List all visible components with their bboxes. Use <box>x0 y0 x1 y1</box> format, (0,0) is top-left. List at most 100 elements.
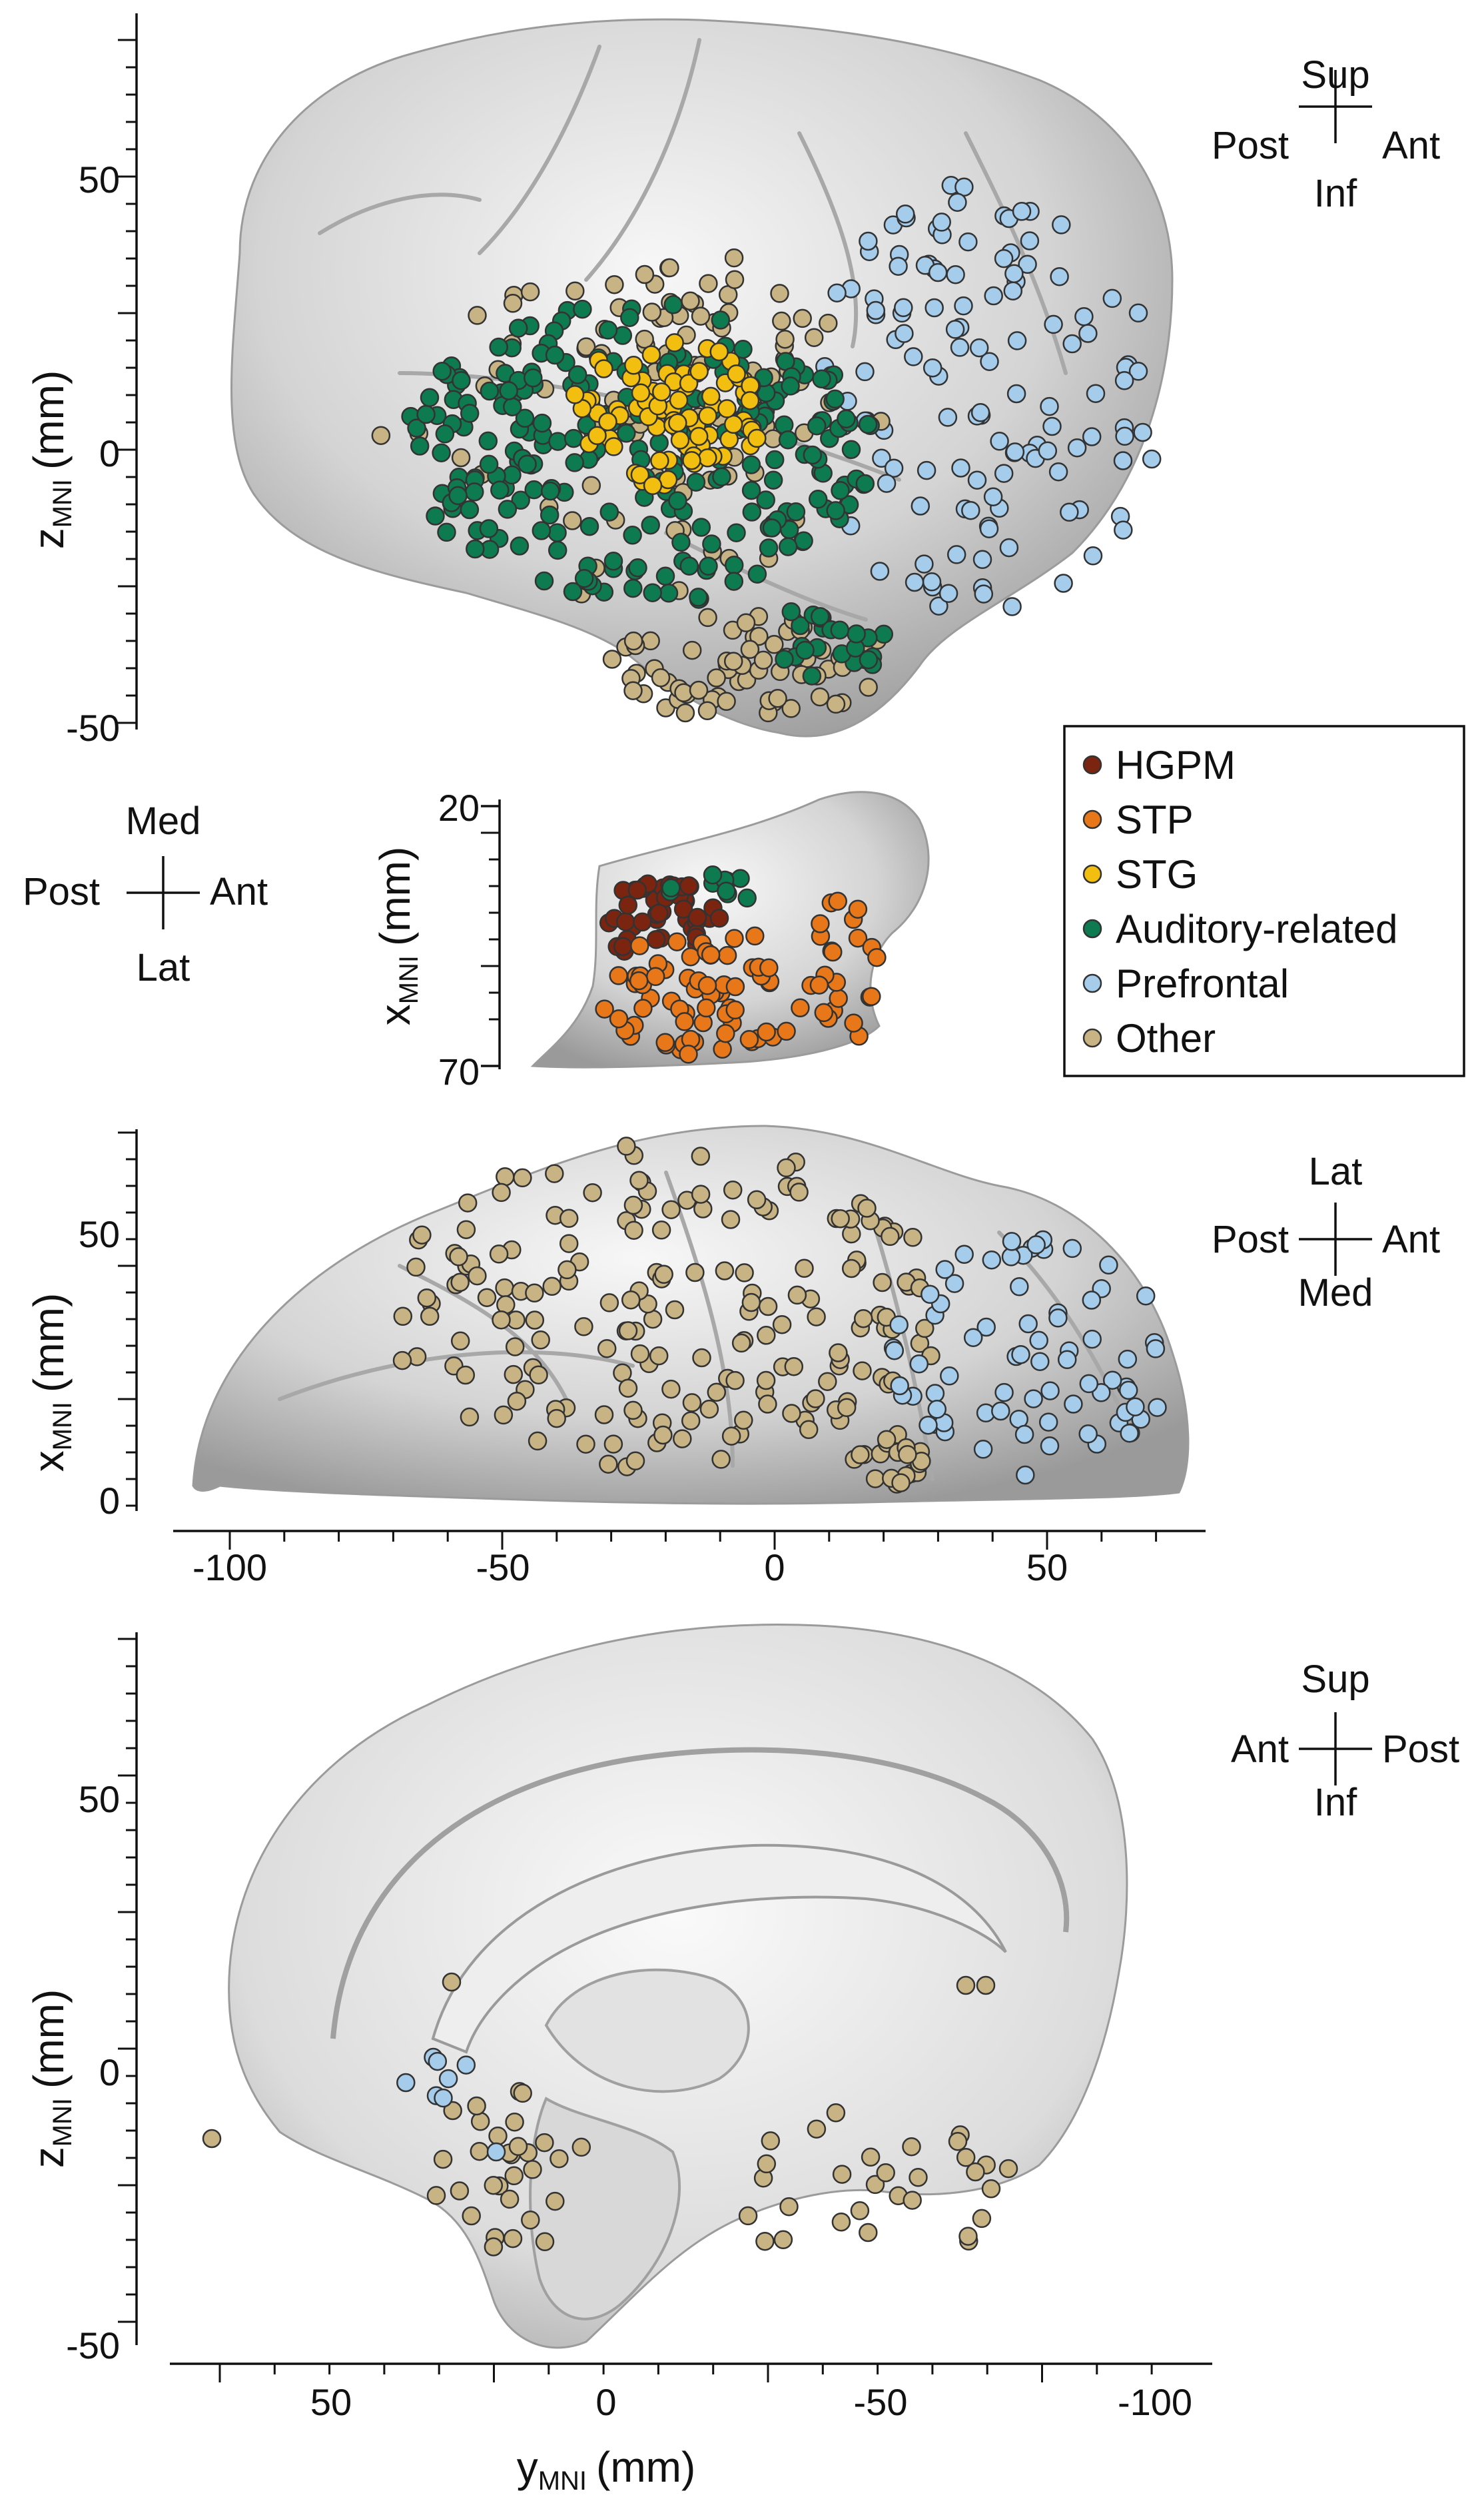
electrode-other <box>721 1426 741 1446</box>
electrode-auditory-related <box>532 413 552 433</box>
electrode-other <box>697 701 717 721</box>
electrode-prefrontal <box>1078 1424 1098 1444</box>
electrode-prefrontal <box>855 362 875 382</box>
electrode-stg <box>747 428 767 448</box>
brain-superior-surface <box>192 1125 1190 1505</box>
lateral-ylabel-main: z <box>25 528 73 549</box>
electrode-prefrontal <box>1102 1370 1122 1390</box>
thalamus <box>544 1968 750 2093</box>
electrode-other <box>603 1434 623 1454</box>
electrode-other <box>756 1370 776 1390</box>
electrode-auditory-related <box>518 454 537 474</box>
electrode-prefrontal <box>872 448 891 468</box>
electrode-auditory-related <box>641 515 660 535</box>
electrode-prefrontal <box>923 358 942 378</box>
electrode-other <box>505 2112 524 2132</box>
electrode-stp <box>745 926 765 946</box>
electrode-prefrontal <box>1118 1349 1138 1369</box>
electrode-other <box>617 1137 636 1156</box>
electrode-other <box>673 1429 692 1448</box>
superior-ylabel-sub: MNI <box>48 1402 77 1450</box>
electrode-stp <box>630 936 649 955</box>
electrode-prefrontal <box>1016 1465 1035 1485</box>
electrode-prefrontal <box>1082 427 1102 446</box>
electrode-prefrontal <box>1029 1330 1048 1350</box>
stp-ytick-70: 70 <box>438 1051 480 1093</box>
electrode-auditory-related <box>699 556 718 576</box>
electrode-prefrontal <box>1020 231 1040 251</box>
electrode-auditory-related <box>712 467 731 486</box>
electrode-auditory-related <box>617 424 636 443</box>
electrode-prefrontal <box>428 2051 448 2071</box>
electrode-other <box>829 1343 848 1362</box>
electrode-auditory-related <box>534 571 554 591</box>
electrode-prefrontal <box>1010 1277 1029 1296</box>
electrode-prefrontal <box>990 432 1009 451</box>
electrode-auditory-related <box>830 620 850 640</box>
electrode-stp <box>811 914 830 933</box>
electrode-prefrontal <box>1006 384 1026 404</box>
superior-xtick-50: 50 <box>1026 1546 1068 1588</box>
legend-label: STP <box>1116 797 1194 842</box>
electrode-prefrontal <box>486 2142 506 2162</box>
electrode-prefrontal <box>929 596 948 616</box>
stp-electrodes <box>595 865 887 1064</box>
electrode-auditory-related <box>545 345 565 365</box>
electrode-stp <box>725 977 745 997</box>
electrode-other <box>635 329 654 349</box>
legend-label: Auditory-related <box>1116 907 1398 951</box>
electrode-stp <box>645 967 665 987</box>
electrode-prefrontal <box>974 584 994 604</box>
electrode-auditory-related <box>416 404 436 424</box>
electrode-stp <box>716 1023 735 1043</box>
electrode-other <box>531 1330 550 1350</box>
electrode-prefrontal <box>895 324 914 343</box>
electrode-other <box>782 1404 801 1423</box>
electrode-other <box>851 1445 870 1464</box>
electrode-auditory-related <box>599 502 619 522</box>
electrode-hgpm <box>649 903 669 923</box>
lateral-orient-inf: Inf <box>1314 172 1357 215</box>
superior-ytick-0: 0 <box>99 1480 120 1522</box>
electrode-other <box>891 1473 911 1492</box>
electrode-other <box>467 2096 486 2116</box>
electrode-auditory-related <box>759 538 779 558</box>
electrode-other <box>623 681 643 700</box>
electrode-stg <box>651 382 671 402</box>
electrode-prefrontal <box>945 320 965 339</box>
legend-marker <box>1082 919 1102 939</box>
electrode-prefrontal <box>859 231 878 251</box>
electrode-other <box>529 1365 548 1385</box>
electrode-auditory-related <box>855 474 875 494</box>
electrode-auditory-related <box>812 369 831 389</box>
electrode-other <box>857 1199 877 1218</box>
electrode-other <box>761 2131 781 2151</box>
medial-ylabel: zMNI(mm) <box>25 1989 77 2169</box>
electrode-other <box>807 1307 826 1326</box>
electrode-auditory-related <box>548 523 567 542</box>
electrode-other <box>456 1365 476 1385</box>
electrode-stp <box>809 975 829 995</box>
electrode-other <box>819 313 838 333</box>
electrode-auditory-related <box>498 500 518 519</box>
electrode-other <box>723 652 743 671</box>
electrode-other <box>451 448 471 468</box>
electrode-auditory-related <box>603 552 623 571</box>
electrode-other <box>859 678 878 697</box>
electrode-prefrontal <box>984 286 1003 306</box>
electrode-prefrontal <box>1012 202 1032 221</box>
electrode-auditory-related <box>659 584 679 603</box>
electrode-other <box>625 1451 645 1471</box>
electrode-other <box>462 2206 481 2226</box>
electrode-other <box>793 308 812 328</box>
stp-y-minor-ticks <box>481 831 500 1021</box>
electrode-stg <box>604 437 623 456</box>
electrode-other <box>642 302 662 322</box>
electrode-stg <box>598 412 617 432</box>
electrode-stp <box>848 899 868 919</box>
electrode-auditory-related <box>623 578 643 598</box>
electrode-other <box>981 2179 1001 2199</box>
electrode-auditory-related <box>663 295 683 314</box>
electrode-stp <box>862 987 881 1006</box>
electrode-prefrontal <box>983 487 1003 506</box>
